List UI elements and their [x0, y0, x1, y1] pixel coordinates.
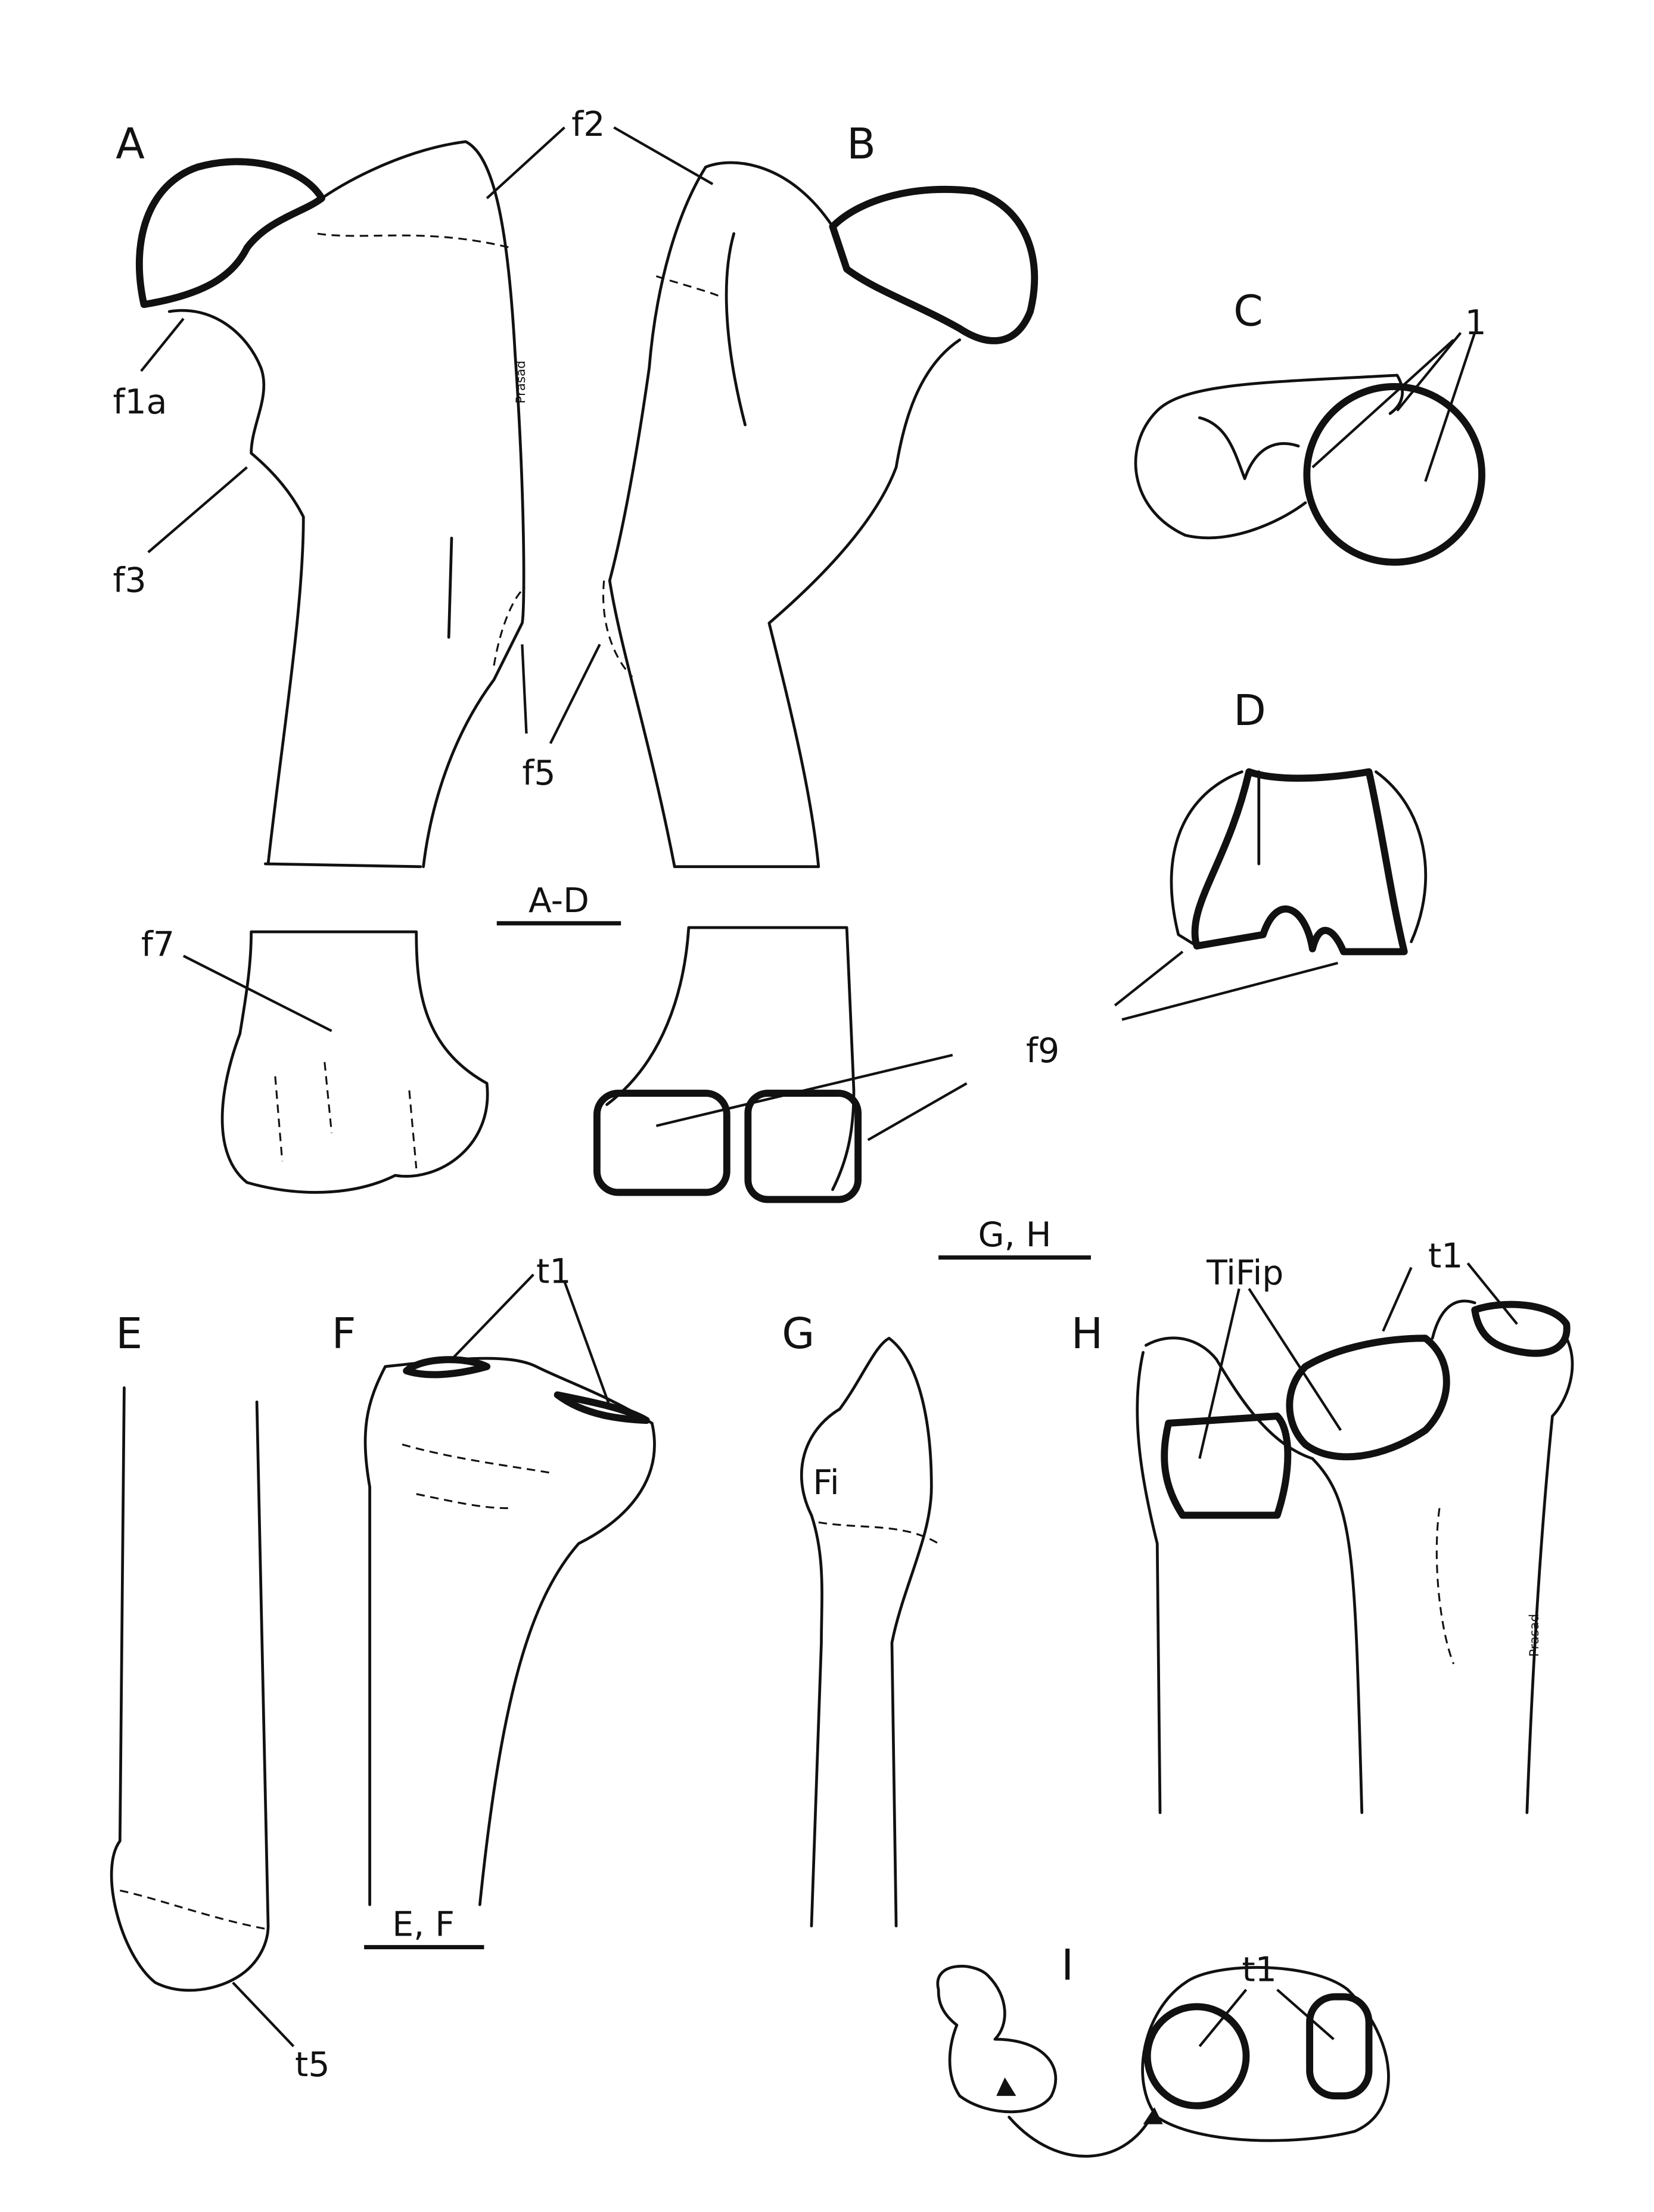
- femur-distal-A: [220, 930, 489, 1194]
- label-t1-h: t1: [1428, 1236, 1463, 1275]
- panel-label-f: F: [332, 1309, 356, 1358]
- femur-distal-B: [593, 926, 862, 1203]
- panel-label-c: C: [1233, 287, 1263, 336]
- panel-label-g: G: [782, 1309, 814, 1358]
- panel-label-b: B: [847, 119, 876, 169]
- fibula-proximal-G: [800, 1336, 939, 1928]
- arrow-head-icon: [1143, 2107, 1163, 2124]
- label-f3: f3: [113, 561, 146, 601]
- tibia-shaft-E: [110, 1386, 270, 1992]
- scale-bar-label: G, H: [978, 1215, 1052, 1255]
- femur-distal-D: [1170, 768, 1427, 956]
- panel-label-e: E: [116, 1309, 142, 1358]
- scale-bar-g-h: G, H: [938, 1215, 1091, 1260]
- scale-bar-label: A-D: [528, 881, 589, 920]
- artist-signature: Prasad: [1527, 1614, 1542, 1657]
- scale-bar-e-f: E, F: [364, 1905, 484, 1950]
- femur-head-C: [1134, 374, 1485, 566]
- label-t1-i: t1: [1242, 1950, 1276, 1989]
- label-f5: f5: [522, 754, 555, 793]
- scale-bar-a-d: A-D: [496, 881, 621, 926]
- panel-label-a: A: [116, 119, 145, 169]
- label-f9: f9: [1026, 1031, 1059, 1071]
- label-t5: t5: [295, 2045, 329, 2085]
- tibia-fibula-H: [1136, 1299, 1574, 1815]
- panel-label-d: D: [1233, 686, 1266, 735]
- leader-lines: [140, 126, 1518, 2048]
- label-1: 1: [1465, 303, 1487, 343]
- panel-label-i: I: [1061, 1940, 1074, 1990]
- femur-proximal-B: [602, 161, 1039, 869]
- label-f1a: f1a: [113, 382, 167, 422]
- tibia-proximal-F: [363, 1356, 656, 1906]
- label-t1-f: t1: [536, 1252, 571, 1292]
- panel-label-h: H: [1071, 1309, 1103, 1358]
- tibia-fibula-distal-I: [936, 1965, 1390, 2158]
- artist-signature: Prasad: [514, 360, 528, 403]
- scale-bar-label: E, F: [392, 1905, 455, 1944]
- label-fi: Fi: [813, 1463, 839, 1502]
- label-f2: f2: [571, 105, 605, 144]
- label-tifip: TiFip: [1206, 1253, 1283, 1293]
- femur-proximal-A: [135, 140, 526, 869]
- label-f7: f7: [141, 925, 175, 964]
- arrow-head-icon: [996, 2077, 1016, 2096]
